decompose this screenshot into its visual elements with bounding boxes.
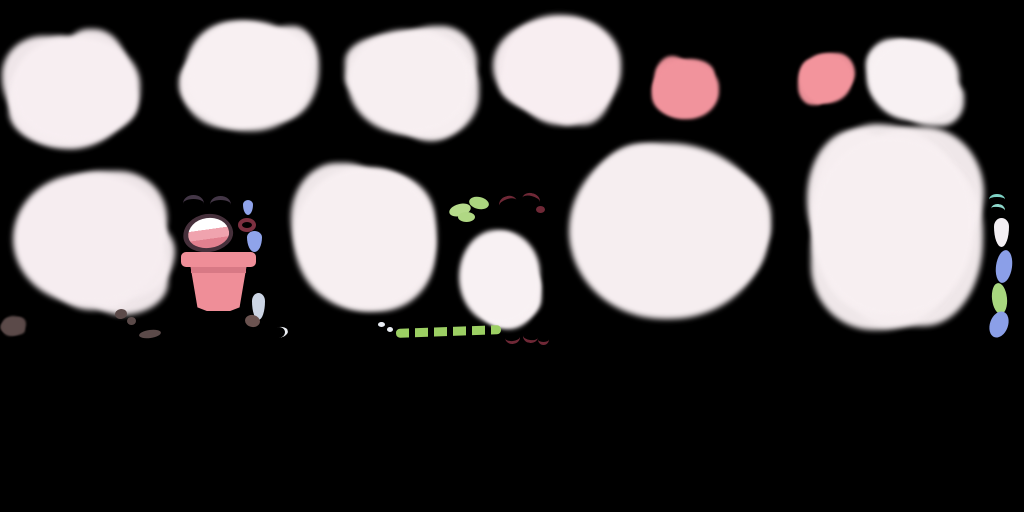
- pink-blob-2-core: [800, 53, 852, 103]
- maroon-dot: [536, 206, 545, 213]
- blue-petal-1: [993, 249, 1015, 284]
- flower-pot: [181, 252, 256, 311]
- leaf-3: [458, 212, 475, 222]
- white-fleck-2: [378, 322, 385, 327]
- pink-blob-2: [796, 50, 856, 107]
- cloud-blob-6-core: [13, 173, 165, 305]
- closed-eye-right-icon: [209, 196, 231, 214]
- cloud-blob-3-core: [348, 30, 471, 134]
- cloud-blob-2-core: [188, 20, 311, 132]
- maroon-squiggle-3: [538, 334, 549, 345]
- cloud-blob-2: [179, 12, 320, 140]
- brown-dot-2: [127, 317, 136, 325]
- gray-droplet: [252, 293, 265, 320]
- cloud-blob-8-core: [458, 229, 541, 325]
- cloud-blob-6: [1, 163, 177, 315]
- cloud-blob-7: [283, 157, 447, 321]
- maroon-ring: [238, 218, 256, 232]
- white-fleck-1: [268, 325, 289, 340]
- cloud-blob-1-core: [12, 36, 140, 142]
- cloud-blob-7-core: [294, 168, 436, 310]
- white-droplet: [994, 218, 1009, 247]
- cloud-blob-10-core: [812, 135, 974, 317]
- brown-blob-core: [2, 316, 25, 335]
- cloud-blob-9-core: [568, 143, 766, 319]
- cloud-blob-5-core: [869, 39, 959, 121]
- white-fleck-3: [387, 327, 393, 332]
- blue-droplet-small: [243, 200, 253, 215]
- cloud-blob-8: [452, 222, 547, 332]
- brown-dot-1: [114, 308, 128, 320]
- maroon-squiggle-1: [504, 330, 521, 345]
- cloud-blob-4: [492, 7, 631, 128]
- teal-squiggle-1: [989, 194, 1005, 205]
- pot-body: [190, 266, 247, 311]
- cloud-blob-9: [553, 129, 781, 333]
- closed-eye-left-icon: [183, 195, 205, 213]
- open-mouth: [180, 210, 236, 256]
- green-petal: [990, 282, 1009, 315]
- closed-eyes: [183, 195, 231, 210]
- teal-squiggle-2: [990, 203, 1006, 216]
- blue-droplet: [247, 231, 262, 252]
- blue-petal-2: [985, 308, 1013, 341]
- cloud-blob-3: [338, 22, 481, 142]
- pink-blob-1: [648, 56, 724, 124]
- angry-brow-left: [497, 193, 519, 213]
- leaf-2: [467, 195, 491, 211]
- pot-rim: [181, 252, 256, 268]
- grass-vine: [395, 325, 502, 338]
- brown-dash: [138, 328, 162, 340]
- cloud-blob-4-core: [501, 15, 622, 120]
- pink-blob-1-core: [653, 60, 719, 120]
- cloud-blob-1: [2, 28, 150, 150]
- cloud-blob-10: [799, 121, 987, 331]
- pot-shadow-band: [190, 267, 247, 273]
- cloud-blob-5: [862, 33, 966, 127]
- brown-blob: [1, 315, 26, 336]
